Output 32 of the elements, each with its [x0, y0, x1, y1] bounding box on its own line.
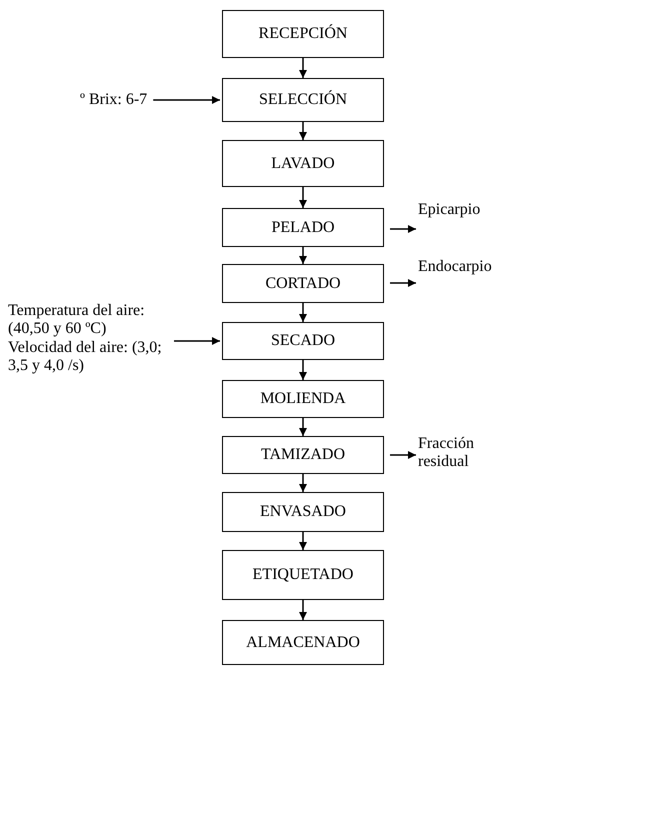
arrow	[299, 532, 307, 550]
arrow	[299, 58, 307, 78]
process-box: ETIQUETADO	[222, 550, 384, 600]
arrow	[299, 600, 307, 620]
arrow	[299, 360, 307, 380]
arrow	[390, 279, 416, 287]
process-box: LAVADO	[222, 140, 384, 187]
process-box: RECEPCIÓN	[222, 10, 384, 58]
arrow	[174, 337, 220, 345]
arrow	[153, 96, 220, 104]
arrow	[299, 247, 307, 264]
note-text: Endocarpio	[418, 258, 492, 276]
process-box: SELECCIÓN	[222, 78, 384, 122]
note-text: Temperatura del aire: (40,50 y 60 ºC)	[8, 302, 146, 339]
arrow	[390, 225, 416, 233]
process-box: TAMIZADO	[222, 436, 384, 474]
process-box: CORTADO	[222, 264, 384, 303]
arrow	[299, 303, 307, 322]
arrow	[299, 187, 307, 208]
process-box: MOLIENDA	[222, 380, 384, 418]
note-text: º Brix: 6-7	[80, 91, 148, 110]
arrow	[299, 474, 307, 492]
note-text: Epicarpio	[418, 201, 480, 220]
note-text: Velocidad del aire: (3,0; 3,5 y 4,0 /s)	[8, 338, 163, 376]
arrow	[299, 122, 307, 140]
process-box: PELADO	[222, 208, 384, 247]
note-text: Fracción residual	[418, 435, 475, 472]
arrow	[390, 451, 416, 459]
process-box: ALMACENADO	[222, 620, 384, 665]
arrow	[299, 418, 307, 436]
process-box: ENVASADO	[222, 492, 384, 532]
process-box: SECADO	[222, 322, 384, 360]
